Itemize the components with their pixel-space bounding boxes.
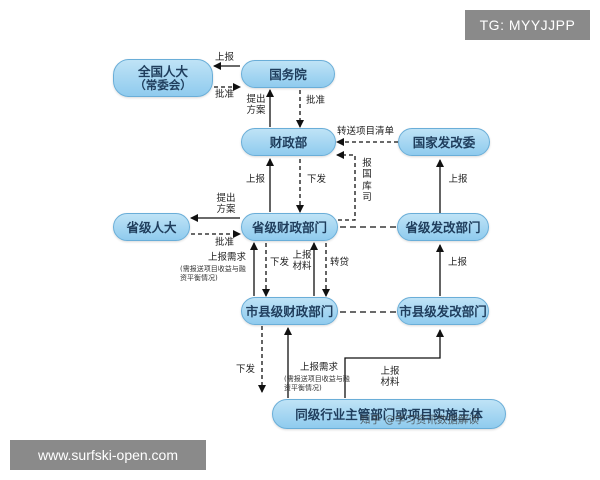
label-npc-approve: 批准 <box>215 89 235 100</box>
label-prov-approve: 批准 <box>215 237 235 248</box>
telegram-watermark: TG: MYYJJPP <box>465 10 590 40</box>
label-prov-demand-note: (需报送项目收益与融资平衡情况) <box>180 265 246 282</box>
label-mof-issue: 下发 <box>307 174 327 185</box>
node-city-finance: 市县级财政部门 <box>241 297 338 325</box>
node-provincial-finance: 省级财政部门 <box>241 213 338 241</box>
label-mof-report: 上报 <box>246 174 266 185</box>
label-sc-plan: 提出方案 <box>246 94 266 117</box>
label-city-materials: 上报材料 <box>380 366 400 389</box>
node-state-council: 国务院 <box>241 60 335 88</box>
node-provincial-ndrc: 省级发改部门 <box>397 213 489 241</box>
label-prov-issue: 下发 <box>270 257 290 268</box>
label-prov-materials: 上报材料 <box>292 250 312 273</box>
node-implementer: 同级行业主管部门或项目实施主体 <box>272 399 506 429</box>
label-prov-plan: 提出方案 <box>216 193 236 216</box>
label-report-treasury: 报国库司 <box>362 158 372 204</box>
arrow-impl-to-cityndrc-materials <box>344 329 444 398</box>
node-provincial-pc: 省级人大 <box>113 213 190 241</box>
label-ndrc-report: 上报 <box>448 174 468 185</box>
label-forward-list: 转送项目清单 <box>337 126 395 137</box>
label-city-issue: 下发 <box>236 364 256 375</box>
node-city-ndrc: 市县级发改部门 <box>397 297 489 325</box>
label-city-demand-note: (需报送项目收益与融资平衡情况) <box>284 375 350 392</box>
label-prov-loan: 转贷 <box>330 257 350 268</box>
node-mof: 财政部 <box>241 128 336 156</box>
node-npc: 全国人大（常委会） <box>113 59 213 97</box>
site-watermark: www.surfski-open.com <box>10 440 206 470</box>
label-city-demand: 上报需求 <box>300 362 339 373</box>
zhihu-watermark: 知乎 @学习资讯数据解读 <box>360 414 479 426</box>
node-ndrc: 国家发改委 <box>398 128 490 156</box>
label-npc-report: 上报 <box>215 52 235 63</box>
label-prov-ndrc-report: 上报 <box>448 257 468 268</box>
label-prov-demand: 上报需求 <box>208 252 247 263</box>
arrow-prov-to-mof-treasury <box>336 151 356 221</box>
label-sc-approve: 批准 <box>306 95 326 106</box>
